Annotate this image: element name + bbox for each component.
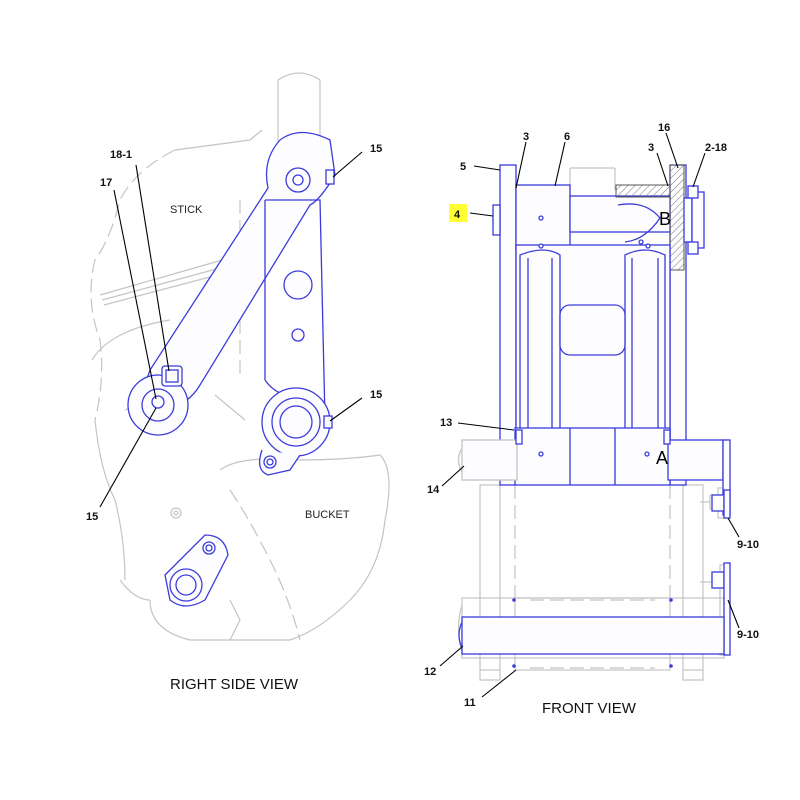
leader-15-lower	[329, 397, 363, 422]
lower-pin	[457, 427, 731, 516]
leader-9-10-upper	[727, 517, 740, 538]
leader-14	[441, 465, 465, 487]
leader-9-10-lower	[727, 599, 740, 629]
section-letter-b: B	[659, 209, 671, 229]
callout-9-10-lower: 9-10	[737, 629, 759, 641]
lower-pin-12	[458, 616, 725, 655]
callout-17: 17	[100, 177, 112, 189]
leader-5	[473, 165, 501, 171]
highlight-callout-4	[449, 204, 467, 222]
leader-18-1	[135, 164, 170, 372]
callout-15-lower: 15	[370, 389, 382, 401]
leader-15-left	[99, 407, 157, 508]
callout-15-left: 15	[86, 511, 98, 523]
callout-18-1: 18-1	[110, 149, 132, 161]
bucket-pin-boss	[258, 387, 333, 476]
callout-4: 4	[454, 209, 461, 221]
right-side-view-title: RIGHT SIDE VIEW	[170, 676, 299, 693]
upper-pin-retainer	[325, 169, 335, 185]
leader-3-left	[515, 141, 527, 189]
callout-3-left: 3	[523, 131, 529, 143]
zone-label-stick: STICK	[170, 204, 203, 216]
leader-17	[113, 189, 157, 400]
top-pin	[569, 164, 705, 271]
callout-16: 16	[658, 122, 670, 134]
callout-9-10-upper: 9-10	[737, 539, 759, 551]
callout-6: 6	[564, 131, 570, 143]
front-view: B A 5 4 3 6 16 3 2-18 13 14 9-10 9-10 12…	[424, 122, 759, 717]
stick-pin-boss	[127, 365, 189, 436]
callout-3-right: 3	[648, 142, 654, 154]
leader-15-upper	[332, 151, 363, 178]
bolt-9-10-upper	[711, 489, 731, 519]
leader-11	[481, 669, 517, 698]
callout-2-18: 2-18	[705, 142, 727, 154]
bolt-9-10-lower	[711, 562, 731, 656]
leader-6	[554, 141, 566, 187]
callout-5: 5	[460, 161, 466, 173]
section-letter-a: A	[656, 448, 668, 468]
ghost-stick-top	[569, 167, 616, 190]
leader-4	[469, 212, 494, 217]
zone-label-bucket: BUCKET	[305, 509, 350, 521]
leader-16	[665, 132, 679, 169]
callout-12: 12	[424, 666, 436, 678]
roller-assembly	[515, 243, 671, 441]
side-plates	[492, 164, 687, 486]
leader-13	[457, 422, 515, 431]
bucket-lug	[164, 534, 229, 607]
link-assembly	[146, 131, 336, 421]
ghost-outline-bucket	[119, 454, 390, 641]
right-side-view: STICK BUCKET 18-1 17 15 15 15 RIGHT SIDE…	[86, 72, 390, 693]
callout-13: 13	[440, 417, 452, 429]
callout-11: 11	[464, 697, 476, 709]
callout-14: 14	[427, 484, 440, 496]
front-view-title: FRONT VIEW	[542, 700, 637, 717]
leader-12	[439, 645, 464, 667]
leader-3-right	[656, 152, 669, 187]
leader-2-18	[692, 152, 706, 188]
callout-15-upper: 15	[370, 143, 382, 155]
